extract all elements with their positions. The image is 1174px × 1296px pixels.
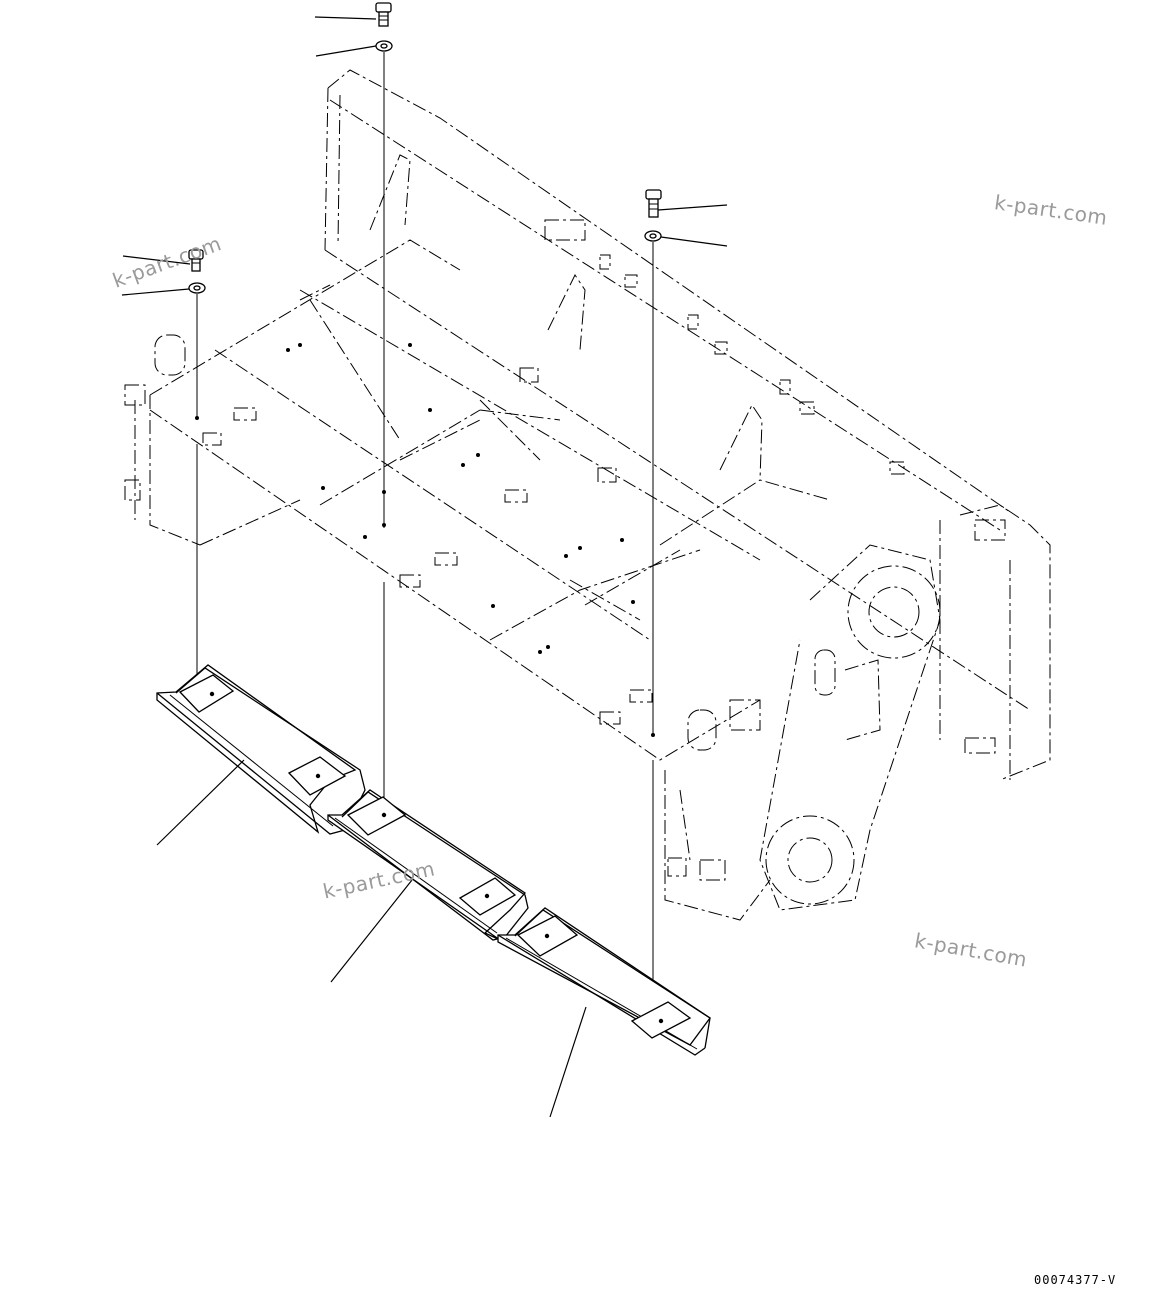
liner-holes [209,691,664,1024]
bolt-right [645,189,662,218]
leader-liner-2 [330,879,413,983]
leader-washer-center [315,45,377,57]
leader-liner-3 [549,1006,587,1118]
bolt-center [375,2,392,27]
washer-center [375,40,393,52]
liner-plate-1 [156,664,366,835]
leader-washer-left [121,288,190,296]
liner-plate-3 [497,907,711,1056]
frame-bolt-holes [286,343,635,654]
leader-bolt-left [122,255,191,265]
washer-right [644,230,662,242]
leader-bolt-center [314,16,377,20]
bolt-left [188,249,204,272]
liner-plate-2 [327,789,529,941]
washer-left [188,282,206,294]
leader-liner-1 [156,759,245,846]
leader-bolt-right [657,204,728,211]
frame-assembly [124,69,1051,921]
drawing-number: 00074377-V [1034,1273,1117,1287]
leader-washer-right [660,236,728,247]
